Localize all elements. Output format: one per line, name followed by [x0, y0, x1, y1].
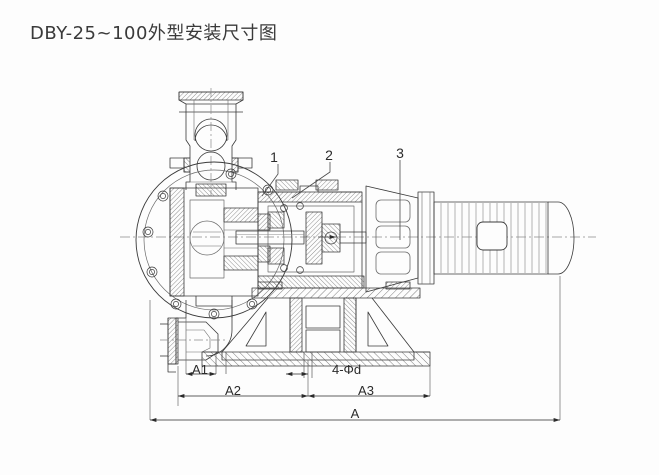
discharge-elbow [160, 300, 233, 373]
callout-leaders [261, 160, 401, 240]
crankcase-housing [235, 179, 367, 289]
gearbox-housing [365, 185, 435, 293]
diaphragm-housing [135, 161, 293, 320]
dimension-lines [150, 372, 560, 422]
dimension-label-a1: A1 [192, 362, 208, 377]
electric-motor [433, 201, 575, 275]
page-title: DBY-25~100外型安装尺寸图 [30, 23, 278, 44]
dimension-label-a: A [351, 406, 360, 421]
callout-label-1: 1 [270, 149, 278, 165]
dimension-label-4phid: 4-Φd [332, 362, 361, 377]
dimension-label-a2: A2 [225, 383, 241, 398]
pedestal-base [201, 281, 431, 378]
callout-labels: 1 2 3 [270, 145, 404, 165]
callout-label-2: 2 [325, 147, 333, 163]
suction-valve-assembly [169, 88, 253, 196]
dimension-labels: A1 4-Φd A2 A3 A [192, 362, 374, 421]
dimension-label-a3: A3 [358, 383, 374, 398]
callout-label-3: 3 [396, 145, 404, 161]
dimension-extension-lines [149, 276, 561, 420]
